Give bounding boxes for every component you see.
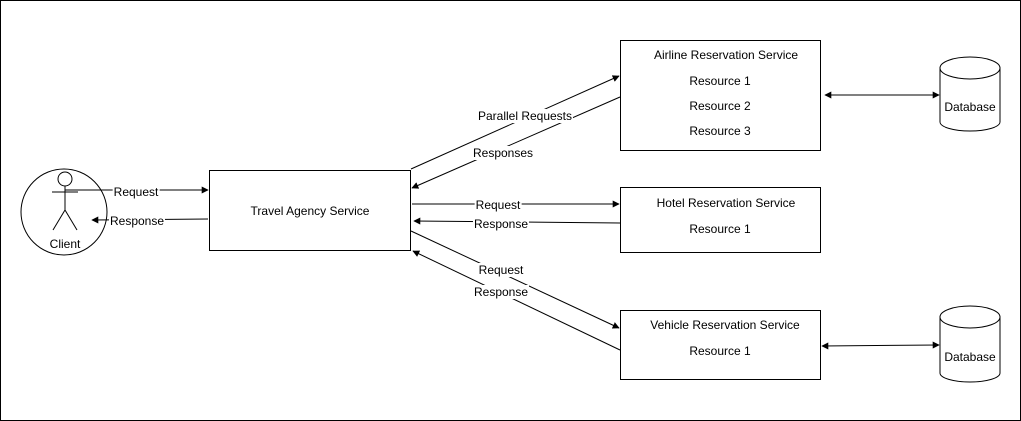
vehicle-reservation-service-box[interactable]	[620, 310, 821, 380]
vehicle-database-cylinder[interactable]	[939, 305, 1001, 383]
hotel-reservation-service-box[interactable]	[620, 187, 821, 253]
airline-service-title: Airline Reservation Service	[653, 48, 799, 62]
airline-resource-3: Resource 3	[689, 124, 751, 138]
edge-vehicle-request[interactable]	[410, 230, 620, 329]
hotel-resource-1: Resource 1	[689, 222, 751, 236]
edge-label-vehicle-response: Response	[472, 285, 530, 299]
edge-vehicle-database[interactable]	[821, 341, 940, 350]
airline-resource-1: Resource 1	[689, 74, 751, 88]
vehicle-resource-1: Resource 1	[689, 344, 751, 358]
edge-label-client-request: Request	[112, 185, 160, 199]
airline-database-label: Database	[944, 100, 996, 114]
edge-vehicle-response[interactable]	[412, 250, 621, 351]
edge-label-vehicle-request: Request	[477, 263, 525, 277]
travel-agency-service-title: Travel Agency Service	[250, 204, 370, 218]
vehicle-service-title: Vehicle Reservation Service	[650, 318, 800, 332]
edge-label-airline-response: Responses	[471, 146, 535, 160]
airline-resource-2: Resource 2	[689, 99, 751, 113]
edge-label-hotel-response: Response	[472, 217, 530, 231]
travel-agency-service-box[interactable]	[209, 170, 411, 251]
edge-label-client-response: Response	[108, 214, 166, 228]
client-stick-figure-icon	[52, 171, 78, 231]
edge-label-airline-request: Parallel Requests	[476, 109, 574, 123]
edge-airline-response[interactable]	[411, 96, 621, 189]
edge-label-hotel-request: Request	[474, 198, 522, 212]
airline-reservation-service-box[interactable]	[620, 40, 821, 151]
client-label: Client	[49, 237, 81, 251]
airline-database-cylinder[interactable]	[939, 56, 1001, 132]
hotel-service-title: Hotel Reservation Service	[656, 196, 796, 210]
vehicle-database-label: Database	[944, 350, 996, 364]
